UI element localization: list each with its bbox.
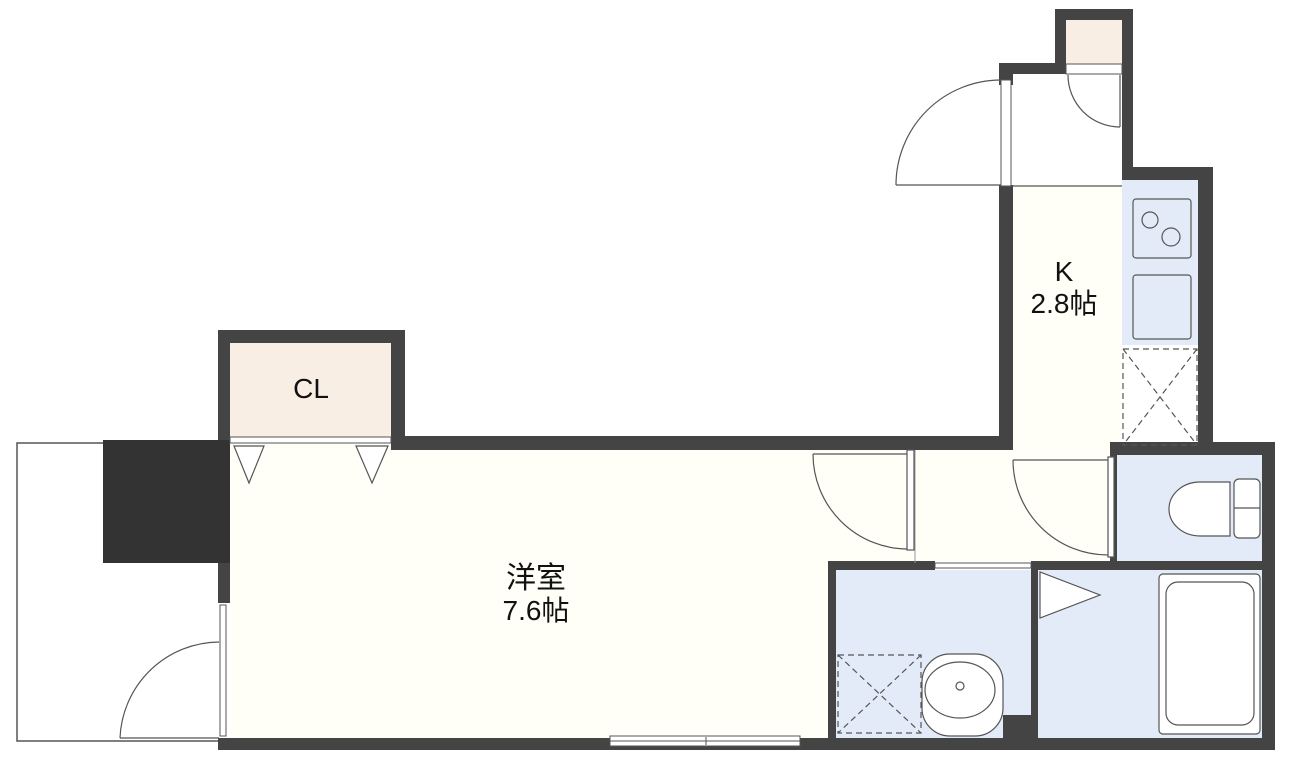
wall-kitchen-top bbox=[1122, 167, 1213, 180]
labels: 洋室 7.6帖 K 2.8帖 CL bbox=[293, 256, 1097, 626]
closet-opening bbox=[229, 436, 392, 444]
doors bbox=[119, 74, 1121, 739]
western-room-name: 洋室 bbox=[506, 562, 566, 595]
fixtures bbox=[233, 198, 1261, 737]
closet-hanger-left bbox=[233, 445, 265, 485]
wall-east bbox=[1262, 442, 1275, 750]
wall-closet-left bbox=[218, 330, 230, 443]
western-room-size: 7.6帖 bbox=[503, 595, 570, 626]
entrance-floor bbox=[1012, 74, 1122, 185]
wall-wet-top bbox=[828, 561, 1275, 570]
openings bbox=[218, 63, 1123, 747]
wall-closet-right bbox=[391, 330, 405, 447]
dark-column bbox=[103, 440, 230, 563]
kitchen-floor bbox=[1012, 185, 1122, 450]
entrance-door bbox=[895, 79, 1002, 186]
wall-wash-corner bbox=[1003, 715, 1033, 745]
wall-kitchen-right bbox=[1198, 167, 1213, 447]
entrance-door-frame bbox=[1000, 79, 1012, 187]
closet-floor bbox=[230, 343, 391, 440]
burner-left bbox=[1141, 211, 1159, 229]
wall-shoe-top bbox=[1055, 9, 1133, 20]
floors bbox=[16, 20, 1264, 742]
washer-space bbox=[837, 654, 922, 734]
fridge-space bbox=[1122, 348, 1198, 446]
stove bbox=[1132, 198, 1192, 259]
toilet-door bbox=[1012, 456, 1115, 558]
washroom-door-frame bbox=[934, 562, 1032, 569]
shoe-cabinet-floor bbox=[1066, 20, 1122, 64]
closet-hanger-right bbox=[355, 445, 389, 485]
wall-shoe-right bbox=[1122, 9, 1133, 179]
wall-toilet-top bbox=[1110, 442, 1275, 455]
bath-door bbox=[1039, 571, 1102, 619]
wall-kitchen-left bbox=[999, 185, 1013, 450]
western-room-floor bbox=[230, 443, 833, 738]
balcony-door bbox=[119, 641, 220, 739]
kitchen-name: K bbox=[1055, 256, 1074, 287]
wall-wash-bath bbox=[1031, 561, 1038, 750]
closet-name: CL bbox=[293, 373, 329, 404]
hallway-floor bbox=[833, 450, 1113, 563]
entry-inner-door bbox=[1067, 74, 1121, 128]
shoe-cabinet-base bbox=[1065, 63, 1123, 75]
balcony-door-frame bbox=[219, 604, 227, 737]
wall-room-top bbox=[391, 436, 1013, 450]
burner-right bbox=[1161, 227, 1181, 247]
wall-shoe-left bbox=[1055, 9, 1066, 74]
kitchen-sink bbox=[1132, 274, 1192, 340]
wall-wet-left bbox=[828, 561, 836, 750]
toilet-bowl bbox=[1168, 481, 1231, 537]
room-door bbox=[812, 449, 915, 551]
kitchen-size: 2.8帖 bbox=[1031, 288, 1098, 319]
wall-closet-top bbox=[218, 330, 405, 343]
wall-entry-top bbox=[999, 63, 1066, 74]
